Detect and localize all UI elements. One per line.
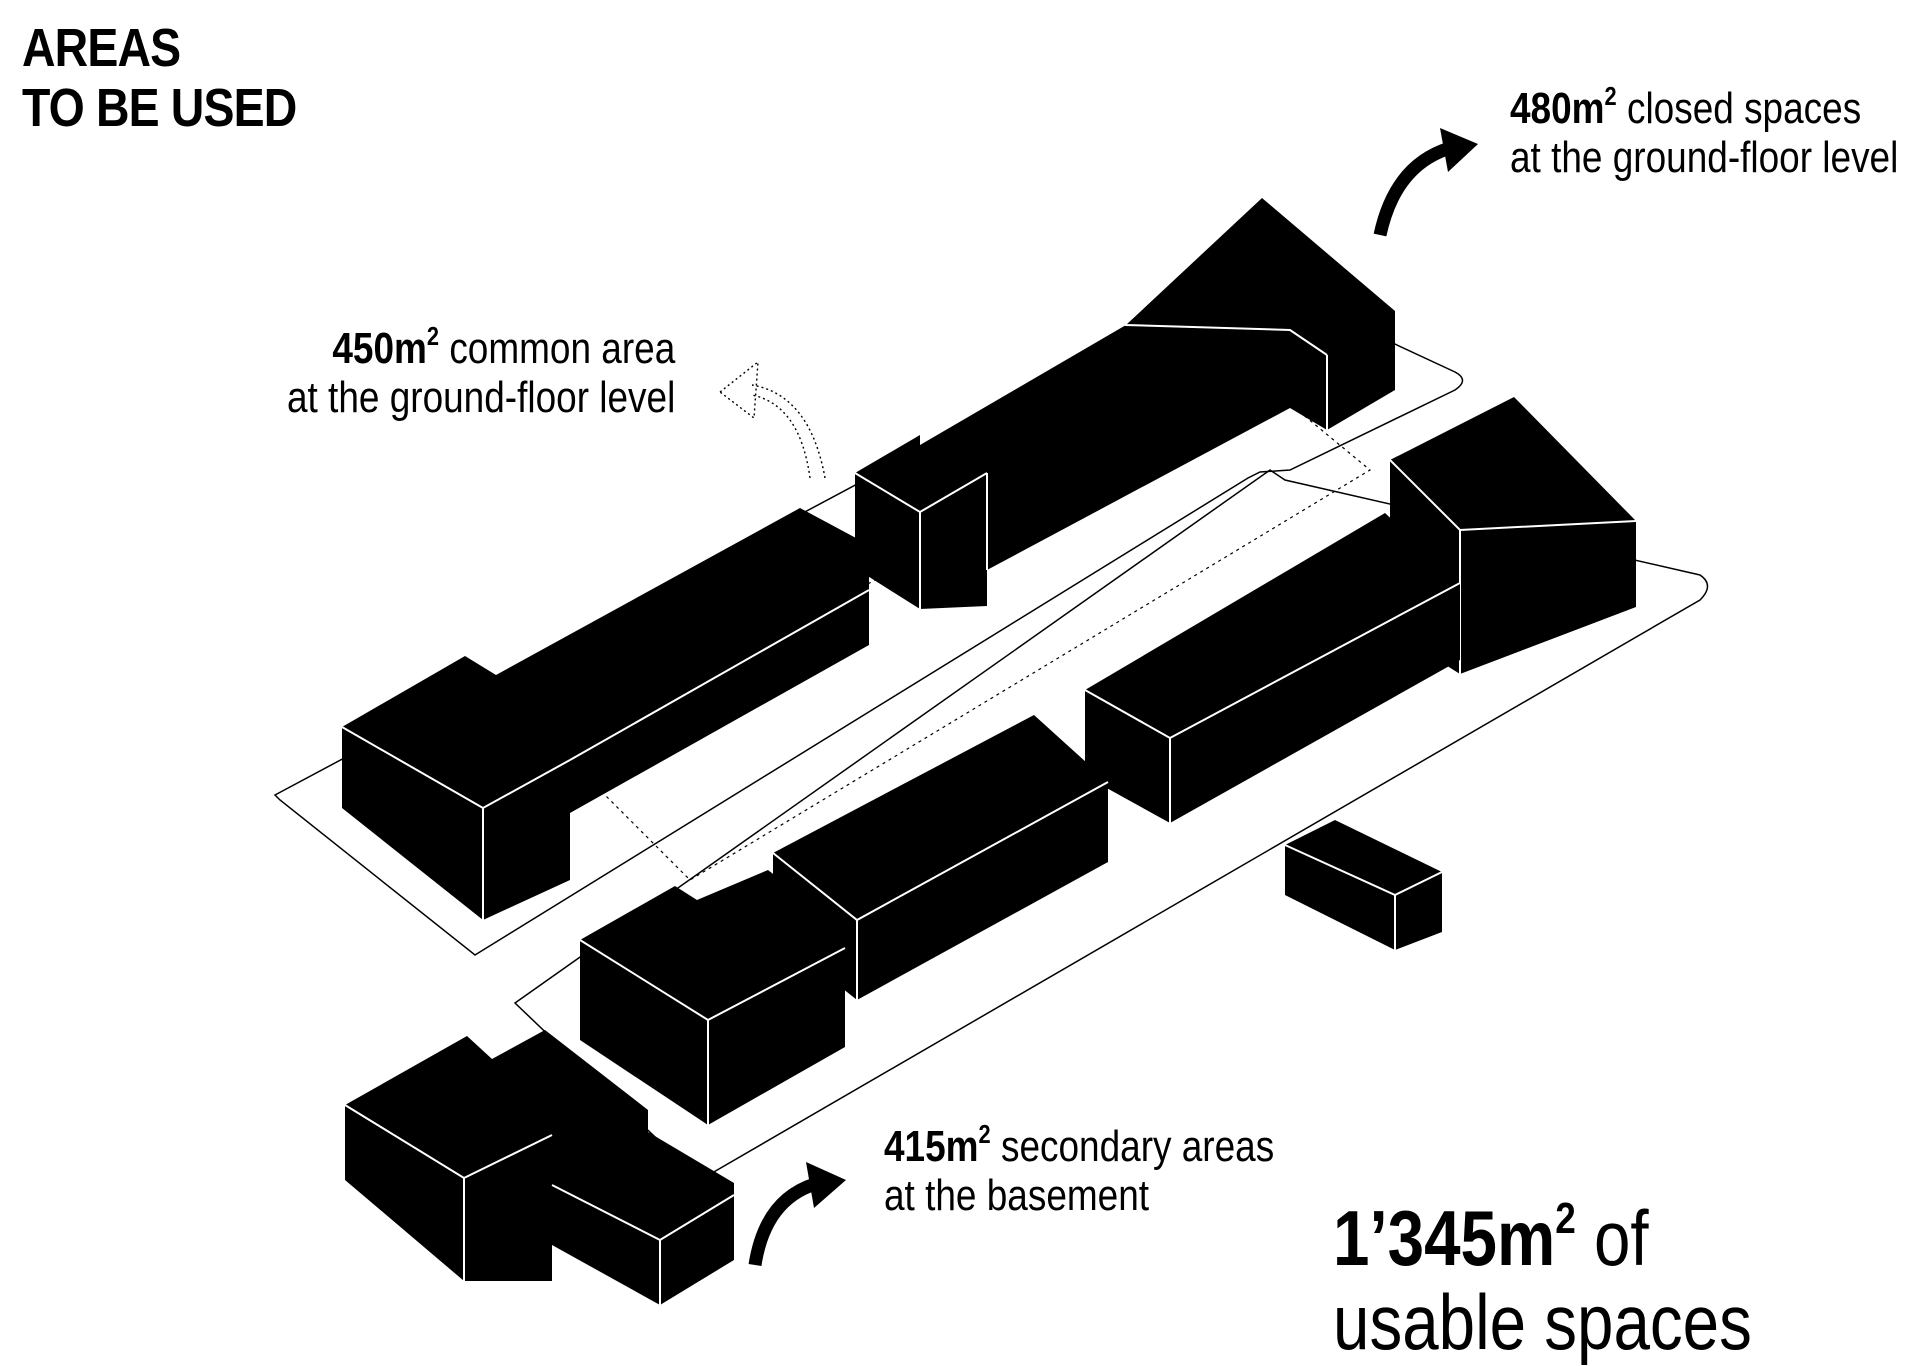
common-line-2: at the ground-floor level [286, 373, 675, 423]
building-lower-left [579, 870, 846, 1125]
secondary-sup: 2 [978, 1119, 991, 1149]
curved-arrow-icon [748, 1162, 846, 1267]
title-line-2: TO BE USED [22, 78, 297, 139]
common-value: 450m [332, 324, 427, 373]
building-upper-right [854, 198, 1395, 609]
secondary-text: secondary areas [990, 1122, 1275, 1171]
annotation-common-area: 450m2 common area at the ground-floor le… [286, 321, 675, 423]
closed-text: closed spaces [1616, 84, 1862, 133]
building-upper-left [341, 508, 870, 920]
closed-sup: 2 [1604, 81, 1617, 111]
total-text: of [1575, 1194, 1649, 1282]
title-line-1: AREAS [22, 18, 181, 78]
total-value: 1’345m [1333, 1194, 1556, 1282]
building-middle-right [1084, 513, 1461, 823]
curved-arrow-icon [1373, 128, 1478, 237]
secondary-line-2: at the basement [884, 1171, 1150, 1221]
building-middle [772, 715, 1109, 1000]
basement-block-left [344, 1030, 735, 1305]
annotation-closed-spaces: 480m2 closed spaces at the ground-floor … [1510, 81, 1899, 183]
secondary-value: 415m [884, 1122, 979, 1171]
total-line-2: usable spaces [1333, 1278, 1752, 1366]
common-sup: 2 [426, 321, 439, 351]
page-title: AREAS TO BE USED [22, 18, 297, 139]
total-sup: 2 [1555, 1194, 1576, 1243]
closed-value: 480m [1510, 84, 1605, 133]
basement-block-right [1284, 820, 1443, 950]
closed-line-2: at the ground-floor level [1510, 133, 1899, 183]
common-text: common area [438, 324, 675, 373]
total-usable-spaces: 1’345m2 of usable spaces [1333, 1194, 1752, 1366]
dotted-curved-arrow-icon [718, 360, 826, 479]
annotation-secondary-areas: 415m2 secondary areas at the basement [884, 1119, 1275, 1221]
